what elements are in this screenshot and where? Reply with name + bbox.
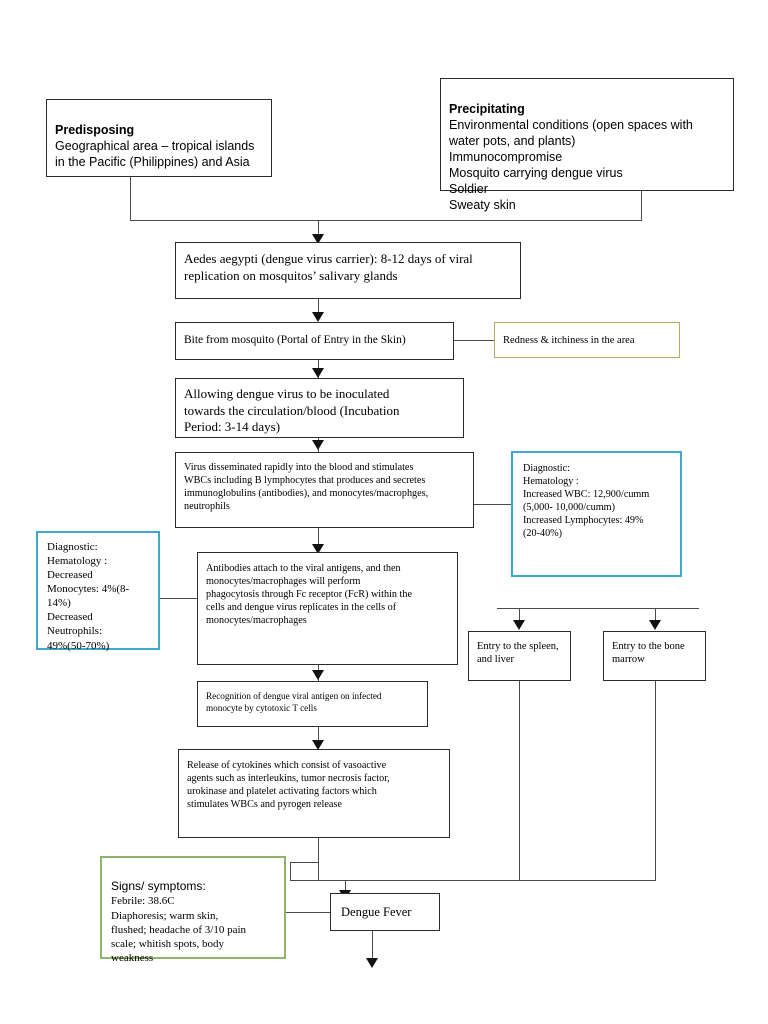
connector-antibodies-branch-bar [497,608,699,609]
node-diagnostic-right[interactable]: Diagnostic: Hematology : Increased WBC: … [511,451,682,577]
node-entry-spleen-liver[interactable]: Entry to the spleen, and liver [468,631,571,681]
node-signs-symptoms-body: Febrile: 38.6C Diaphoresis; warm skin, f… [111,895,247,964]
connector-branch-to-spleen [519,608,520,626]
node-inoculation[interactable]: Allowing dengue virus to be inoculated t… [175,378,464,438]
connector-diagnostic-left-to-antibodies [160,598,197,599]
node-mosquito-bite[interactable]: Bite from mosquito (Portal of Entry in t… [175,322,454,360]
connector-aedes-to-bite [318,298,319,320]
connector-bite-to-redness [453,340,494,341]
node-entry-bone-marrow[interactable]: Entry to the bone marrow [603,631,706,681]
connector-precipitating-down [641,190,642,220]
connector-cytokines-down [318,838,319,880]
node-signs-symptoms[interactable]: Signs/ symptoms:Febrile: 38.6C Diaphores… [100,856,286,964]
node-predisposing-body: Geographical area – tropical islands in … [55,139,255,169]
arrowhead-to-recognition [312,670,324,680]
connector-bottom-join-bar [290,880,656,881]
arrowhead-dengue-fever-terminal [366,958,378,968]
node-dengue-fever[interactable]: Dengue Fever [330,893,440,931]
connector-bottom-join-left-stub [290,862,291,880]
connector-top-join-bar [130,220,642,221]
node-virus-disseminated[interactable]: Virus disseminated rapidly into the bloo… [175,452,474,528]
arrowhead-to-spleen [513,620,525,630]
node-antigen-recognition[interactable]: Recognition of dengue viral antigen on i… [197,681,428,727]
connector-spleen-down [519,681,520,880]
arrowhead-to-aedes [312,234,324,244]
node-antibodies-phagocytosis[interactable]: Antibodies attach to the viral antigens,… [197,552,458,665]
node-precipitating-heading: Precipitating [449,102,525,116]
connector-to-dengue-fever [345,880,346,898]
connector-bottom-upper-stub [290,862,318,863]
node-redness-itchiness[interactable]: Redness & itchiness in the area [494,322,680,358]
connector-dengue-fever-down [372,931,373,966]
node-precipitating-body: Environmental conditions (open spaces wi… [449,118,693,212]
connector-disseminated-to-diagnostic-right [474,504,512,505]
arrowhead-to-inoculated [312,368,324,378]
node-signs-symptoms-heading: Signs/ symptoms: [111,879,206,894]
node-cytokine-release[interactable]: Release of cytokines which consist of va… [178,749,450,838]
connector-branch-to-bone-marrow [655,608,656,626]
connector-to-aedes [318,220,319,242]
arrowhead-to-cytokines [312,740,324,750]
connector-predisposing-down [130,176,131,220]
arrowhead-to-disseminated [312,440,324,450]
connector-signs-to-dengue-fever [286,912,330,913]
connector-disseminated-to-antibodies [318,528,319,552]
arrowhead-to-bone-marrow [649,620,661,630]
connector-recognition-to-cytokines [318,727,319,749]
connector-bone-marrow-down [655,681,656,880]
node-predisposing-heading: Predisposing [55,123,135,137]
node-diagnostic-left[interactable]: Diagnostic: Hematology : Decreased Monoc… [36,531,160,652]
node-aedes-aegypti[interactable]: Aedes aegypti (dengue virus carrier): 8-… [175,242,521,299]
arrowhead-to-antibodies [312,544,324,554]
arrowhead-to-bite [312,312,324,322]
